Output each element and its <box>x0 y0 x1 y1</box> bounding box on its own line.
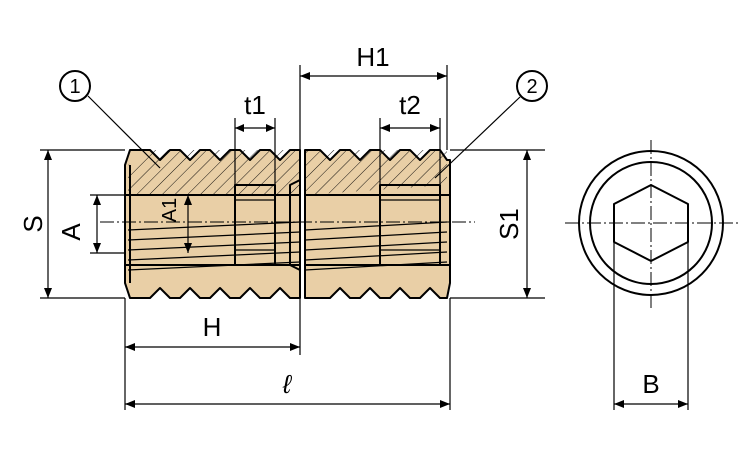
callout-1-label: 1 <box>69 76 80 98</box>
dim-t1-label: t1 <box>244 90 266 120</box>
dimensions: S A A1 H ℓ H1 <box>18 42 545 410</box>
dim-h-label: H <box>203 312 222 342</box>
callout-1: 1 <box>59 70 161 169</box>
dim-a-label: A <box>56 223 86 241</box>
dim-l-label: ℓ <box>282 369 293 399</box>
hex-socket-right <box>379 184 441 266</box>
dim-s1-label: S1 <box>494 208 524 240</box>
lock-gap <box>289 179 301 271</box>
dim-b-label: B <box>642 369 659 399</box>
callout-2: 2 <box>434 70 548 179</box>
hex-socket-left <box>234 184 276 266</box>
callout-2-label: 2 <box>526 76 537 98</box>
dim-a1-label: A1 <box>159 198 181 222</box>
end-view: B <box>565 140 740 410</box>
dim-t2-label: t2 <box>399 90 421 120</box>
section-view <box>100 149 475 299</box>
upper-hatch-left <box>128 150 300 195</box>
right-insert-outline <box>304 149 451 299</box>
upper-hatch-right <box>305 150 447 195</box>
dim-s-label: S <box>18 215 48 232</box>
dim-h1-label: H1 <box>356 42 389 72</box>
